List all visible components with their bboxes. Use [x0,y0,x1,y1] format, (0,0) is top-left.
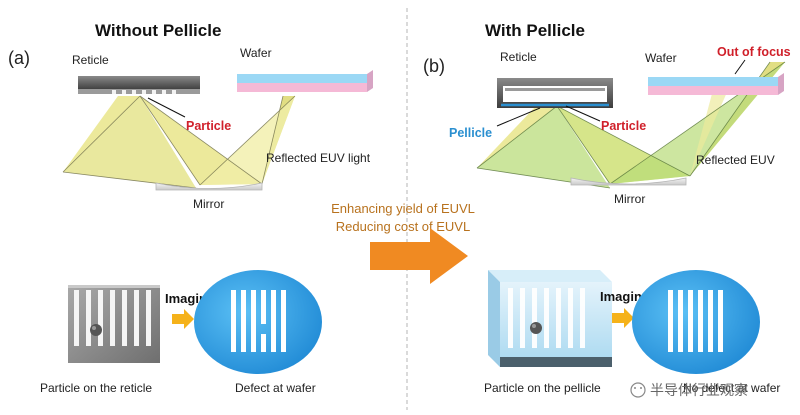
right-reticle [497,78,613,108]
right-particle-pointer [565,105,601,122]
left-mirror-label: Mirror [193,197,224,211]
left-reflected-label: Reflected EUV light [266,151,371,165]
out-of-focus-pointer [734,59,746,75]
left-panel: Without Pellicle (a) Reticle Wafer [8,21,373,395]
left-wafer [237,70,373,92]
center-message: Enhancing yield of EUVL Reducing cost of… [331,201,475,284]
left-wafer-disc [194,270,322,374]
right-particle-label: Particle [601,119,646,133]
right-pellicle-box [488,270,612,367]
right-particle-dot [530,322,542,334]
center-arrow [370,228,468,284]
right-heading: With Pellicle [485,21,585,40]
left-beam-edges [62,95,296,189]
left-reticle-label: Reticle [72,53,109,67]
right-caption-pellicle: Particle on the pellicle [484,381,601,395]
left-heading: Without Pellicle [95,21,221,40]
left-panel-label: (a) [8,48,30,68]
right-wafer-label: Wafer [645,51,677,65]
right-panel-label: (b) [423,56,445,76]
watermark-text: 半导体行业观察 [650,382,748,398]
watermark: 半导体行业观察 [630,382,748,398]
pellicle-pointer [496,107,541,127]
left-reticle-plate [68,285,160,363]
left-reticle [78,76,200,94]
left-mirror [155,182,263,191]
left-caption-wafer: Defect at wafer [235,381,316,395]
right-caption-wafer: No defect at wafer [683,381,780,395]
left-imaging-arrow [172,309,194,329]
right-pellicle-label: Pellicle [449,126,492,140]
right-mirror-label: Mirror [614,192,645,206]
right-reflected-label: Reflected EUV [696,153,775,167]
right-mirror [570,177,687,186]
right-out-of-focus-label: Out of focus [717,45,791,59]
left-particle-pointer [147,97,186,118]
right-reticle-label: Reticle [500,50,537,64]
right-imaging-arrow [612,308,634,328]
left-euv-beams [63,96,295,188]
right-wafer [648,73,784,95]
right-panel: With Pellicle (b) Reticle Wafer Out of f… [423,21,791,395]
left-particle-label: Particle [186,119,231,133]
right-imaging-label: Imaging [600,289,650,304]
center-line-2: Reducing cost of EUVL [336,219,470,234]
right-wafer-disc [632,270,760,374]
left-particle-dot [90,324,102,336]
left-caption-reticle: Particle on the reticle [40,381,152,395]
left-wafer-label: Wafer [240,46,272,60]
center-line-1: Enhancing yield of EUVL [331,201,475,216]
watermark-icon [630,382,646,398]
